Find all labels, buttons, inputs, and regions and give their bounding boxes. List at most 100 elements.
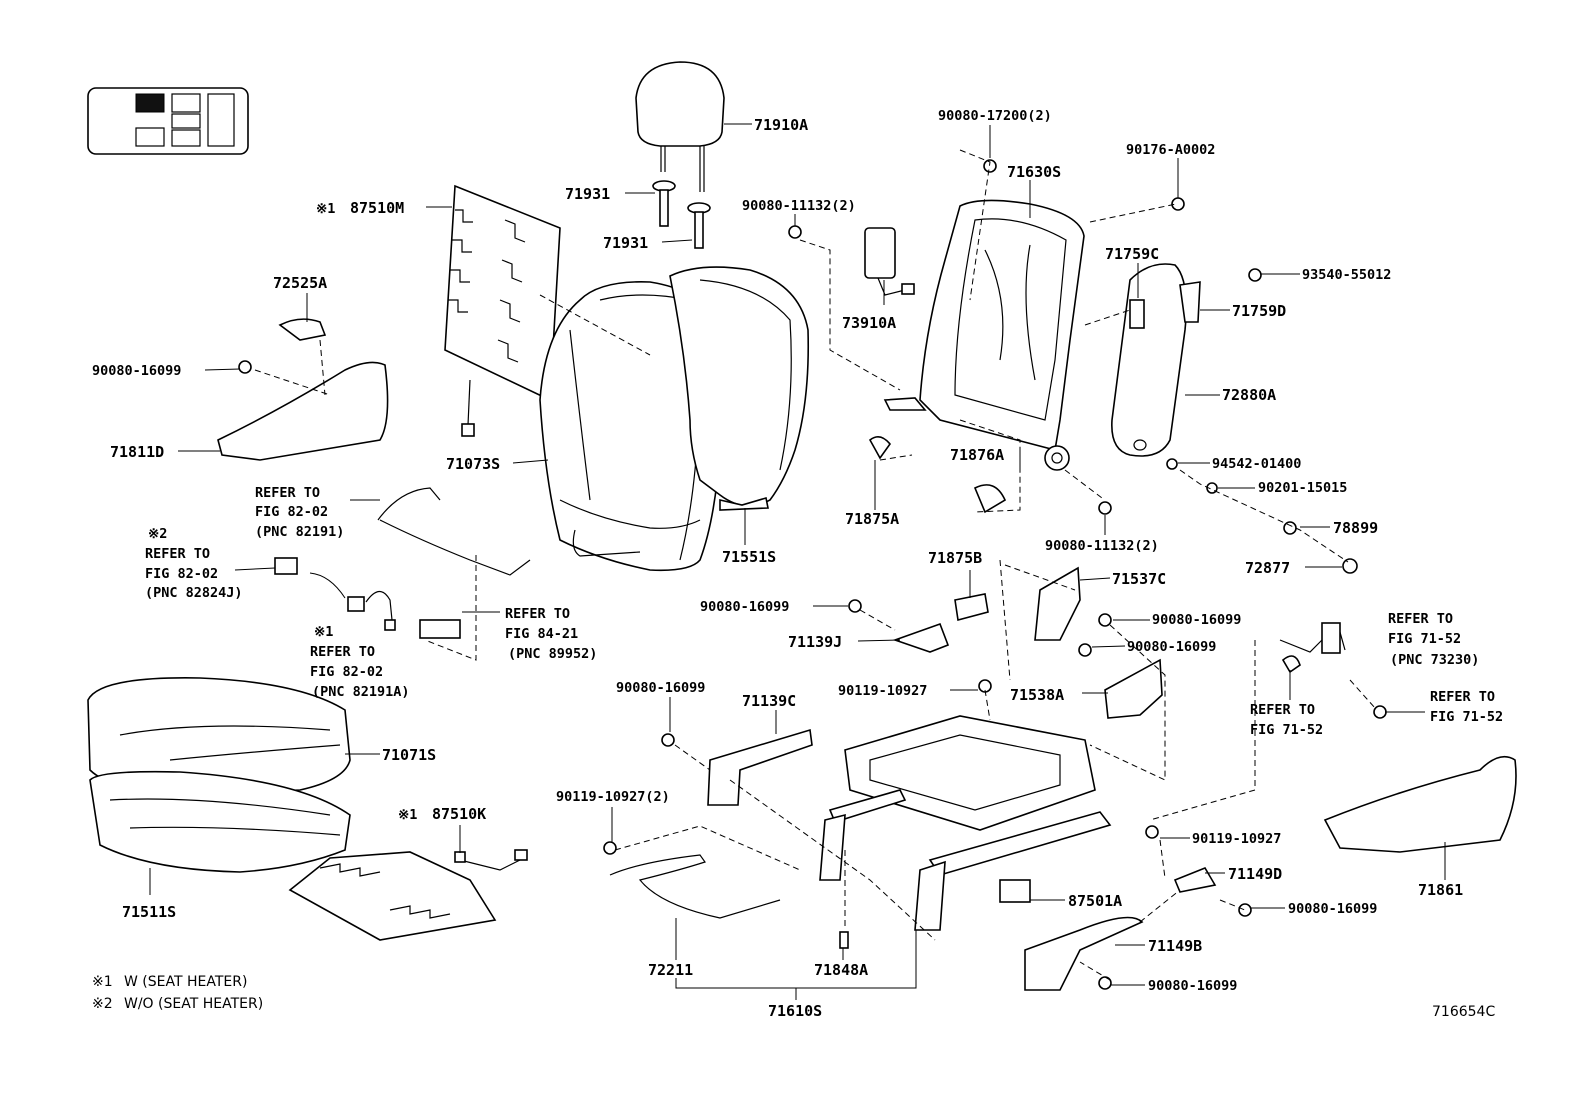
svg-text:FIG 82-02: FIG 82-02 — [310, 664, 383, 680]
note-87510M: ※1 — [316, 201, 335, 217]
bracket-71139c — [707, 728, 813, 806]
svg-text:FIG 84-21: FIG 84-21 — [505, 626, 578, 642]
refer-fig-82-02-pnc-82191: REFER TO FIG 82-02 (PNC 82191) — [255, 485, 344, 540]
label-72877: 72877 — [1245, 559, 1290, 577]
label-90080-16099-f: 90080-16099 — [1288, 901, 1377, 917]
label-71875B: 71875B — [928, 549, 982, 567]
refer-fig-71-52-pnc-73230: REFER TO FIG 71-52 (PNC 73230) — [1388, 611, 1479, 668]
label-87501A: 87501A — [1068, 892, 1122, 910]
label-71610S: 71610S — [768, 1002, 822, 1020]
svg-text:REFER TO: REFER TO — [1388, 611, 1453, 627]
refer-fig-71-52-left: REFER TO FIG 71-52 — [1250, 702, 1323, 738]
label-90119-10927-c: 90119-10927 — [1192, 831, 1281, 847]
seatback-heater-mat — [444, 184, 561, 437]
svg-text:FIG 71-52: FIG 71-52 — [1250, 722, 1323, 738]
label-72525A: 72525A — [273, 274, 327, 292]
label-71551S: 71551S — [722, 548, 776, 566]
refer-fig-71-52-right: REFER TO FIG 71-52 — [1430, 689, 1503, 725]
label-90119-10927-a: 90119-10927 — [838, 683, 927, 699]
label-71910A: 71910A — [754, 116, 808, 134]
legend-note2-text: W/O (SEAT HEATER) — [124, 996, 263, 1012]
svg-text:FIG 71-52: FIG 71-52 — [1430, 709, 1503, 725]
label-90080-16099-d: 90080-16099 — [1127, 639, 1216, 655]
small-parts — [274, 227, 1346, 903]
armrest — [1111, 263, 1188, 457]
fasteners — [238, 159, 1387, 990]
legend-note2-mark: ※2 — [92, 996, 113, 1012]
label-71875A: 71875A — [845, 510, 899, 528]
label-90080-16099-b: 90080-16099 — [700, 599, 789, 615]
label-90080-16099-g: 90080-16099 — [1148, 978, 1237, 994]
bracket-71537c — [1034, 566, 1081, 641]
side-shield-71811d — [217, 361, 389, 461]
label-90080-17200: 90080-17200(2) — [938, 108, 1052, 124]
label-71139C: 71139C — [742, 692, 796, 710]
label-90176-A0002: 90176-A0002 — [1126, 142, 1215, 158]
label-72211: 72211 — [648, 961, 693, 979]
label-71149D: 71149D — [1228, 865, 1282, 883]
svg-text:※1: ※1 — [314, 624, 333, 640]
label-90080-11132-b: 90080-11132(2) — [1045, 538, 1159, 554]
label-94542-01400: 94542-01400 — [1212, 456, 1301, 472]
assembly-dashed-lines — [254, 149, 1376, 981]
seatback-cover — [539, 281, 725, 572]
label-71149B: 71149B — [1148, 937, 1202, 955]
refer-fig-84-21: REFER TO FIG 84-21 (PNC 89952) — [505, 606, 597, 662]
label-71848A: 71848A — [814, 961, 868, 979]
seatback-pad — [669, 266, 810, 511]
label-73910A: 73910A — [842, 314, 896, 332]
svg-text:REFER TO: REFER TO — [1430, 689, 1495, 705]
label-71931-lower: 71931 — [603, 234, 648, 252]
label-71071S: 71071S — [382, 746, 436, 764]
refer-fig-82-02-pnc-82191a: ※1 REFER TO FIG 82-02 (PNC 82191A) — [310, 624, 410, 700]
seat-locator-icon — [87, 87, 249, 155]
side-shield-71861 — [1323, 755, 1517, 853]
svg-text:(PNC 82191): (PNC 82191) — [255, 524, 344, 540]
svg-text:(PNC 82824J): (PNC 82824J) — [145, 585, 243, 601]
bracket-71139j — [892, 622, 950, 653]
label-87510K: 87510K — [432, 805, 486, 823]
label-78899: 78899 — [1333, 519, 1378, 537]
label-71073S: 71073S — [446, 455, 500, 473]
label-72880A: 72880A — [1222, 386, 1276, 404]
seat-wire — [609, 854, 781, 919]
label-71139J: 71139J — [788, 633, 842, 651]
legend-note1-text: W (SEAT HEATER) — [124, 974, 247, 990]
label-90080-11132-a: 90080-11132(2) — [742, 198, 856, 214]
svg-text:FIG 71-52: FIG 71-52 — [1388, 631, 1461, 647]
svg-text:(PNC 82191A): (PNC 82191A) — [312, 684, 410, 700]
legend-note1-mark: ※1 — [92, 974, 113, 990]
cushion-heater-mat — [288, 849, 528, 941]
svg-text:(PNC 89952): (PNC 89952) — [508, 646, 597, 662]
legend-notes: ※1 W (SEAT HEATER) ※2 W/O (SEAT HEATER) — [92, 974, 263, 1012]
label-87510M: 87510M — [350, 199, 404, 217]
bracket-71538a — [1104, 658, 1163, 719]
leader-lines — [149, 123, 1446, 1000]
svg-text:REFER TO: REFER TO — [1250, 702, 1315, 718]
bracket-71149b — [1024, 916, 1144, 991]
cushion-pad — [89, 770, 351, 873]
label-71861: 71861 — [1418, 881, 1463, 899]
refer-fig-82-02-pnc-82824j: ※2 REFER TO FIG 82-02 (PNC 82824J) — [145, 526, 243, 601]
label-71538A: 71538A — [1010, 686, 1064, 704]
label-71511S: 71511S — [122, 903, 176, 921]
label-71931-upper: 71931 — [565, 185, 610, 203]
cover-71875b — [954, 593, 989, 622]
label-71759C: 71759C — [1105, 245, 1159, 263]
svg-text:FIG 82-02: FIG 82-02 — [255, 504, 328, 520]
label-71630S: 71630S — [1007, 163, 1061, 181]
label-71537C: 71537C — [1112, 570, 1166, 588]
label-71811D: 71811D — [110, 443, 164, 461]
seatback-frame — [883, 199, 1085, 471]
svg-text:REFER TO: REFER TO — [255, 485, 320, 501]
svg-text:※2: ※2 — [148, 526, 167, 542]
label-93540-55012: 93540-55012 — [1302, 267, 1391, 283]
label-71876A: 71876A — [950, 446, 1004, 464]
svg-text:REFER TO: REFER TO — [310, 644, 375, 660]
label-90080-16099-a: 90080-16099 — [92, 363, 181, 379]
headrest-part — [635, 61, 725, 249]
svg-text:REFER TO: REFER TO — [505, 606, 570, 622]
label-90119-10927-2: 90119-10927(2) — [556, 789, 670, 805]
